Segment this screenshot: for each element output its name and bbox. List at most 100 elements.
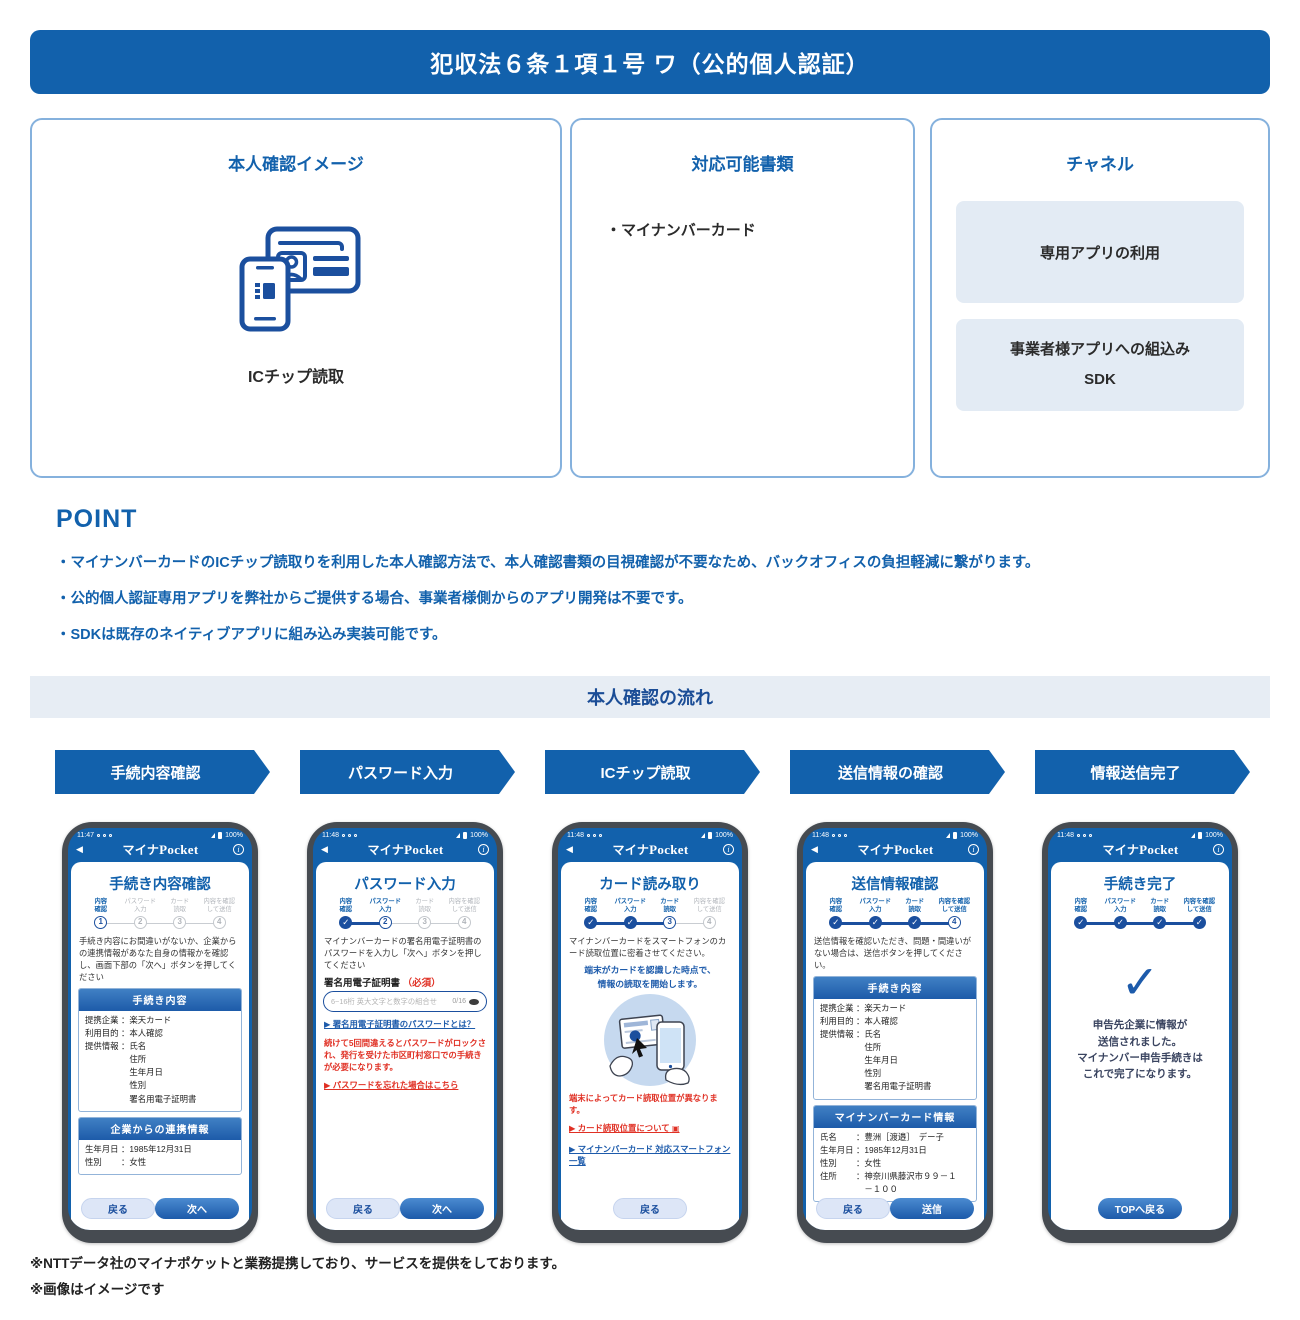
eye-icon[interactable] [469, 998, 479, 1006]
screen-title: 送信情報確認 [851, 877, 939, 893]
notification-icon [593, 834, 596, 837]
step-circle: 2 [378, 916, 392, 930]
description: マイナンバーカードの署名用電子証明書のパスワードを入力し「次へ」ボタンを押してく… [324, 936, 482, 971]
notification-icon [599, 834, 602, 837]
info-icon[interactable]: i [968, 844, 979, 855]
screen-title: 手続き完了 [1103, 877, 1177, 893]
step-circle: 1 [94, 916, 108, 930]
app-header: ◀ マイナPocket i [313, 840, 497, 862]
battery-icon [1198, 832, 1203, 839]
password-help-link[interactable]: ▶ 署名用電子証明書のパスワードとは？ [324, 1019, 476, 1030]
step-label: 内容確認 [1074, 898, 1088, 914]
phone-screen: 11:48 100% マイナPocket i 手続き完了 内容確認 [1048, 828, 1232, 1230]
step-label: パスワード入力 [859, 898, 891, 914]
clock: 11:48 [1057, 832, 1074, 839]
step-label: カード読取 [905, 898, 925, 914]
notification-icon [354, 834, 357, 837]
notification-icon [1089, 834, 1092, 837]
app-header: マイナPocket i [1048, 840, 1232, 862]
battery-percent: 100% [225, 832, 243, 839]
back-button[interactable]: 戻る [613, 1198, 687, 1219]
battery-icon [708, 832, 713, 839]
card-position-link[interactable]: ▶ カード読取位置について ▣ [569, 1122, 680, 1133]
back-icon[interactable]: ◀ [321, 844, 328, 854]
password-field-label: 署名用電子証明書 （必須） [324, 978, 441, 990]
step-circle-done: ✓ [908, 916, 922, 930]
send-button[interactable]: 送信 [890, 1198, 974, 1219]
phone-mockup-complete: 11:48 100% マイナPocket i 手続き完了 内容確認 [1042, 822, 1238, 1243]
procedure-table: 手続き内容 提携企業：楽天カード 利用目的：本人確認 提供情報 ：氏名 住所 生… [813, 976, 977, 1100]
clock: 11:48 [322, 832, 339, 839]
position-warning: 端末によってカード読取位置が異なります。 [569, 1092, 718, 1115]
procedure-table: 手続き内容 提携企業：楽天カード 利用目的：本人確認 提供情報 ：氏名 住所 生… [78, 988, 242, 1112]
back-icon[interactable]: ◀ [811, 844, 818, 854]
card-channels: チャネル 専用アプリの利用 事業者様アプリへの組込み SDK [930, 118, 1270, 478]
back-icon[interactable]: ◀ [76, 844, 83, 854]
step-label: 内容確認 [339, 898, 353, 914]
clock: 11:47 [77, 832, 94, 839]
notification-icon [109, 834, 112, 837]
supported-devices-link[interactable]: ▶ マイナンバーカード 対応スマートフォン一覧 [569, 1143, 731, 1166]
signal-icon [701, 833, 706, 838]
forgot-password-link[interactable]: ▶ パスワードを忘れた場合はこちら [324, 1080, 459, 1091]
screen-content: パスワード入力 内容確認 パスワード入力 カード読取 内容を確認して送信 ✓ 2… [316, 862, 494, 1230]
notification-icon [97, 834, 100, 837]
back-icon[interactable]: ◀ [566, 844, 573, 854]
status-bar: 11:48 100% [558, 828, 742, 840]
battery-percent: 100% [470, 832, 488, 839]
top-button[interactable]: TOPへ戻る [1098, 1198, 1182, 1219]
step-label: 内容を確認して送信 [203, 898, 235, 914]
table-row: 提携企業：楽天カード [820, 1003, 907, 1014]
info-icon[interactable]: i [478, 844, 489, 855]
flow-step-5: 情報送信完了 [1035, 750, 1250, 794]
step-circle-done: ✓ [1074, 916, 1088, 930]
app-title: マイナPocket [122, 842, 199, 857]
info-icon[interactable]: i [1213, 844, 1224, 855]
card-title: チャネル [1066, 155, 1134, 174]
status-bar: 11:48 100% [1048, 828, 1232, 840]
phone-idcard-icon [32, 221, 560, 337]
screen-content: 送信情報確認 内容確認 パスワード入力 カード読取 内容を確認して送信 ✓ ✓ … [806, 862, 984, 1230]
status-bar: 11:48 100% [803, 828, 987, 840]
table-row: 提供情報 ：氏名 住所 生年月日 性別 署名用電子証明書 [820, 1029, 932, 1092]
phone-mockup-card-read: 11:48 100% ◀ マイナPocket i カード読み取り 内容確認 [552, 822, 748, 1243]
screen-content: 手続き内容確認 内容確認 パスワード入力 カード読取 内容を確認して送信 1 2… [71, 862, 249, 1230]
table-row: 性別：女性 [820, 1157, 882, 1168]
back-button[interactable]: 戻る [326, 1198, 400, 1219]
battery-percent: 100% [960, 832, 978, 839]
lock-warning: 続けて5回間違えるとパスワードがロックされ、発行を受けた市区町村窓口での手続きが… [324, 1038, 487, 1073]
back-button[interactable]: 戻る [816, 1198, 890, 1219]
footer-notes: ※NTTデータ社のマイナポケットと業務提携しており、サービスを提供をしております… [30, 1251, 565, 1303]
phone-screen: 11:48 100% ◀ マイナPocket i パスワード入力 内容確認 [313, 828, 497, 1230]
notification-icon [587, 834, 590, 837]
step-label: カード読取 [660, 898, 680, 914]
next-button[interactable]: 次へ [400, 1198, 484, 1219]
password-input[interactable]: 6~16桁 英大文字と数字の組合せ 0/16 [323, 991, 487, 1013]
phone-screen: 11:48 100% ◀ マイナPocket i 送信情報確認 内容確認 [803, 828, 987, 1230]
step-circle: 4 [457, 916, 471, 930]
next-button[interactable]: 次へ [155, 1198, 239, 1219]
signal-icon [211, 833, 216, 838]
step-label: パスワード入力 [614, 898, 646, 914]
signal-icon [1191, 833, 1196, 838]
info-icon[interactable]: i [723, 844, 734, 855]
step-circle-done: ✓ [1192, 916, 1206, 930]
table-row: 提供情報 ：氏名 住所 生年月日 性別 署名用電子証明書 [85, 1041, 197, 1104]
company-info-table: 企業からの連携情報 生年月日：1985年12月31日 性別：女性 [78, 1116, 242, 1175]
screen-title: カード読み取り [599, 877, 701, 893]
external-link-icon: ▣ [671, 1123, 680, 1133]
battery-icon [953, 832, 958, 839]
footer-note: ※NTTデータ社のマイナポケットと業務提携しており、サービスを提供をしております… [30, 1256, 566, 1271]
battery-percent: 100% [1205, 832, 1223, 839]
screen-content: カード読み取り 内容確認 パスワード入力 カード読取 内容を確認して送信 ✓ ✓… [561, 862, 739, 1230]
app-title: マイナPocket [1102, 842, 1179, 857]
progress-stepper: 内容確認 パスワード入力 カード読取 内容を確認して送信 ✓ 2 3 4 [326, 898, 484, 931]
step-circle: 2 [133, 916, 147, 930]
back-button[interactable]: 戻る [81, 1198, 155, 1219]
input-placeholder: 6~16桁 英大文字と数字の組合せ [331, 996, 438, 1006]
step-circle-done: ✓ [829, 916, 843, 930]
battery-icon [218, 832, 223, 839]
info-icon[interactable]: i [233, 844, 244, 855]
card-reading-illustration [604, 993, 696, 1086]
progress-stepper: 内容確認 パスワード入力 カード読取 内容を確認して送信 ✓ ✓ 3 4 [571, 898, 729, 931]
